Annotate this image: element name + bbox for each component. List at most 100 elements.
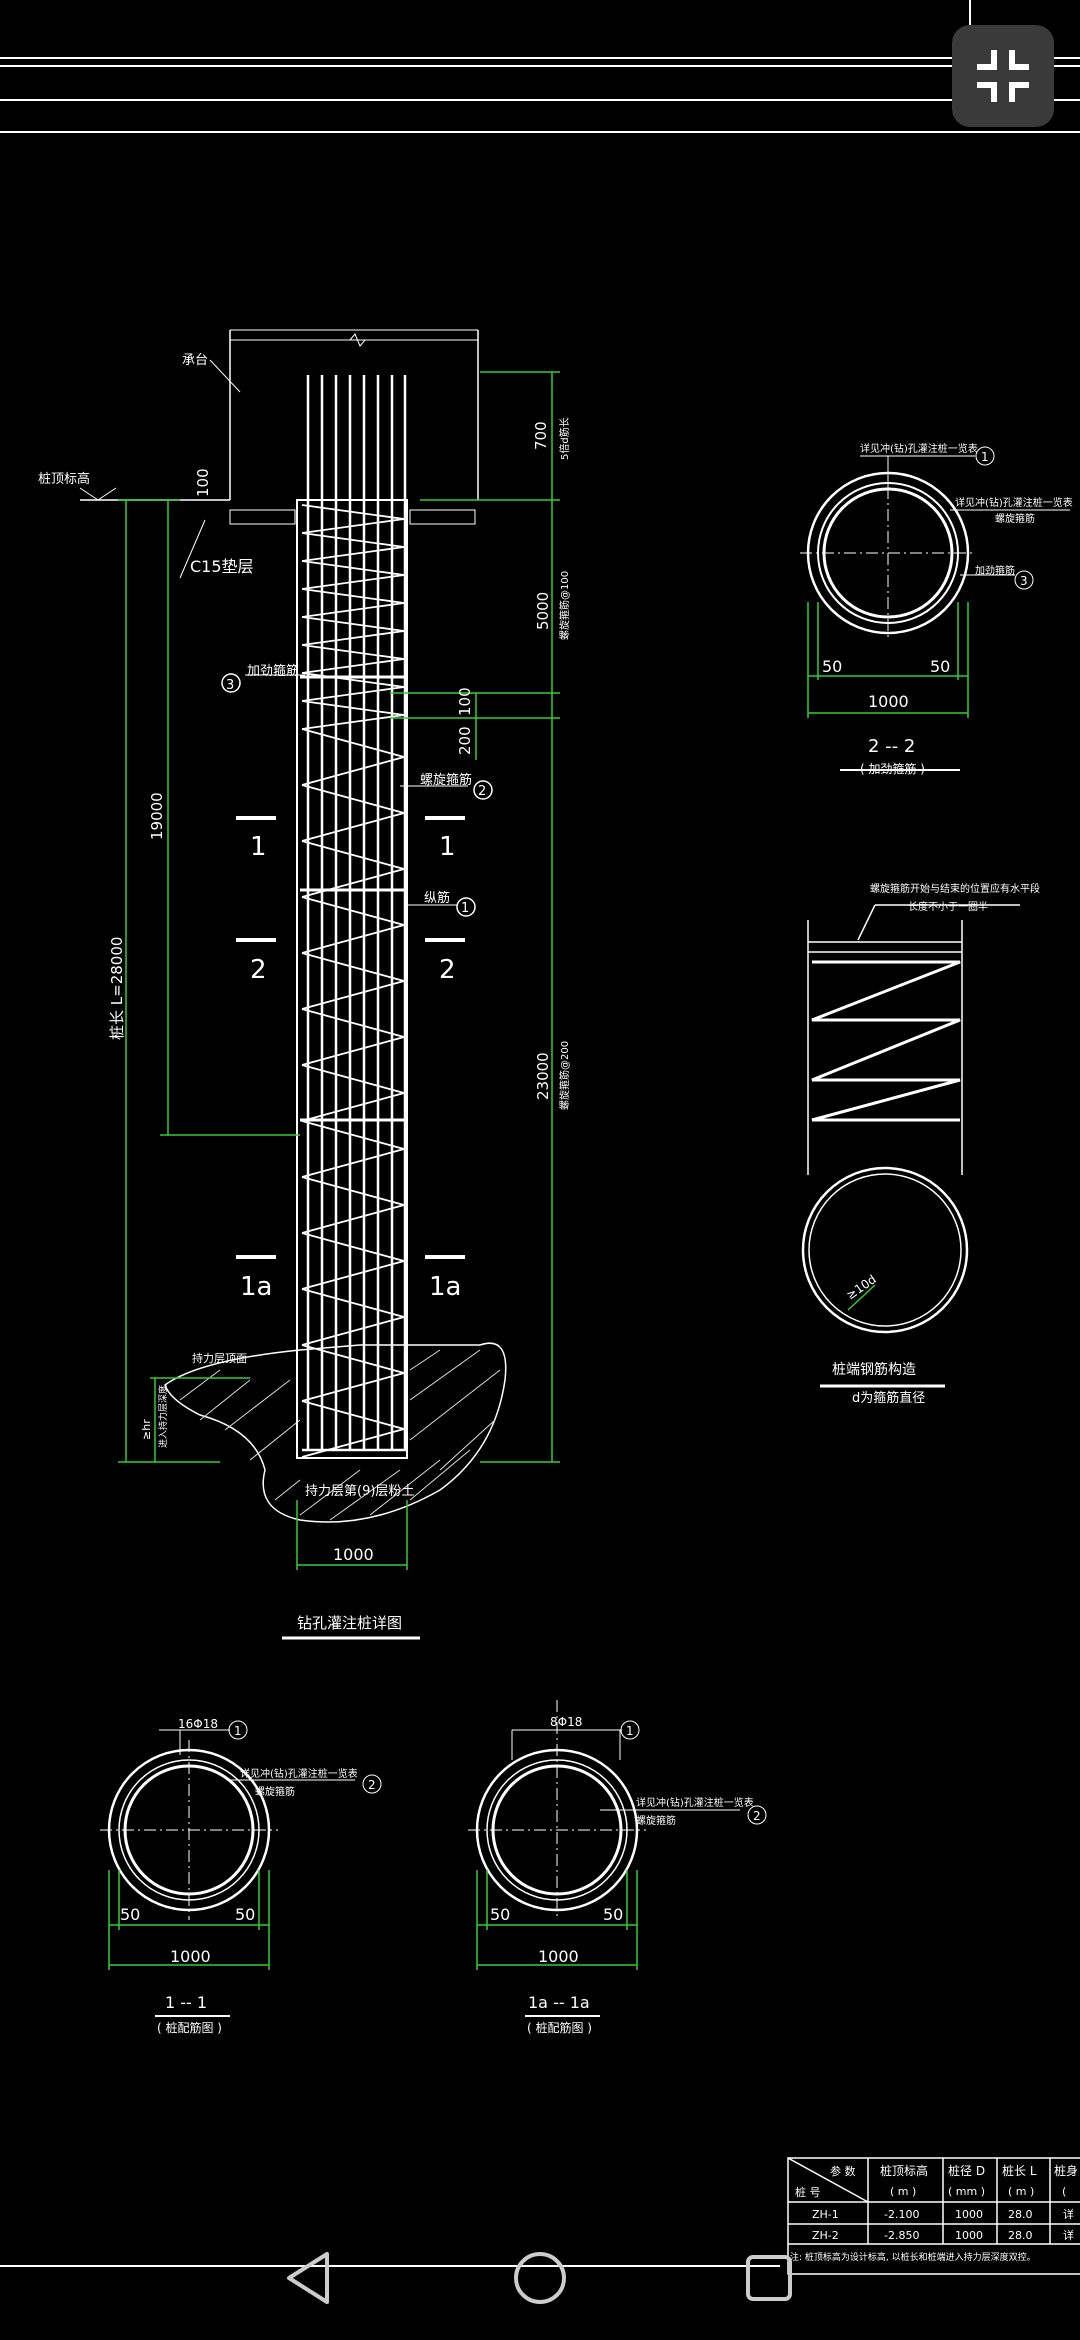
s1a-dim-total: 1000 [538, 1947, 579, 1966]
spiral-title: 桩端钢筋构造 [832, 1361, 916, 1378]
table-h4-l1: 桩身 [1054, 2163, 1078, 2178]
nav-home-button[interactable] [495, 2233, 585, 2323]
ref-2-main: 2 [478, 784, 486, 799]
table-r1-elev: -2.100 [884, 2208, 919, 2221]
s1a-bars: 8Φ18 [550, 1715, 582, 1729]
table-r2-id: ZH-2 [812, 2229, 839, 2242]
dim-5000: 5000 [534, 592, 552, 630]
s11-note1: 详见冲(钻)孔灌注桩一览表 [240, 1767, 358, 1780]
label-c15: C15垫层 [190, 557, 254, 576]
s11-ref1: 1 [234, 1724, 242, 1738]
dim-23000: 23000 [534, 1052, 552, 1100]
sheet-border [0, 0, 1080, 2267]
s1a-dim-left: 50 [490, 1905, 510, 1924]
nav-back-button[interactable] [263, 2233, 353, 2323]
spiral-stirrup [301, 504, 405, 1458]
s1a-note2: 螺旋箍筋 [636, 1814, 676, 1827]
table-r2-dia: 1000 [955, 2229, 983, 2242]
nav-recents-button[interactable] [724, 2233, 814, 2323]
table-corner-top: 参 数 [830, 2164, 856, 2178]
s11-title: 1 -- 1 [165, 1993, 207, 2012]
s1a-ref1: 1 [626, 1724, 634, 1738]
s11-ref2: 2 [368, 1778, 376, 1792]
label-pile-length: 桩长 L=28000 [108, 937, 126, 1040]
label-spiral: 螺旋箍筋 [420, 772, 472, 788]
table-h2-l2: ( mm ) [948, 2185, 985, 2198]
exit-fullscreen-button[interactable] [952, 25, 1054, 127]
spiral-note1: 螺旋箍筋开始与结束的位置应有水平段 [870, 882, 1040, 895]
label-embed-2: 进入持力层深度 [157, 1385, 169, 1448]
table-r2-extra: 详 [1063, 2228, 1074, 2242]
s22-dim-left: 50 [822, 657, 842, 676]
dim-23000-note: 螺旋箍筋@200 [558, 1041, 571, 1110]
dim-19000: 19000 [148, 792, 166, 840]
table-note: 注: 桩顶标高为设计标高, 以桩长和桩端进入持力层深度双控。 [790, 2251, 1036, 2263]
back-triangle-icon [287, 2252, 329, 2304]
table-r2-elev: -2.850 [884, 2229, 919, 2242]
section-mark-2-left: 2 [250, 955, 267, 985]
spiral-detail [801, 904, 1020, 1334]
dim-200: 200 [456, 726, 474, 755]
label-stiffener: 加劲箍筋 [247, 663, 299, 679]
table-r2-len: 28.0 [1008, 2229, 1033, 2242]
spiral-note2: 长度不小于一圈半 [908, 900, 988, 913]
label-pile-top-elev: 桩顶标高 [38, 471, 90, 487]
table-r1-len: 28.0 [1008, 2208, 1033, 2221]
table-r1-extra: 详 [1063, 2207, 1074, 2221]
table-r1-dia: 1000 [955, 2208, 983, 2221]
s22-subtitle: ( 加劲箍筋 ) [860, 761, 925, 776]
s22-ref3: 3 [1020, 574, 1028, 588]
section-1a-1a [468, 1700, 767, 1970]
section-mark-1-left: 1 [250, 832, 267, 862]
section-mark-1a-left: 1a [240, 1272, 272, 1302]
label-embed-1: ≥hr [140, 1419, 153, 1440]
section-2-2 [800, 446, 1070, 718]
s1a-note1: 详见冲(钻)孔灌注桩一览表 [636, 1796, 754, 1809]
s1a-title: 1a -- 1a [528, 1993, 590, 2012]
table-h3-l1: 桩长 L [1002, 2163, 1037, 2178]
s22-note2b: 螺旋箍筋 [995, 512, 1035, 525]
table-corner-bottom: 桩 号 [795, 2185, 821, 2199]
s11-dim-right: 50 [235, 1905, 255, 1924]
ref-3-main: 3 [226, 678, 234, 693]
s1a-subtitle: ( 桩配筋图 ) [527, 2020, 592, 2035]
recents-square-icon [746, 2255, 792, 2301]
s22-dim-right: 50 [930, 657, 950, 676]
home-circle-icon [514, 2252, 566, 2304]
table-h1-l2: ( m ) [890, 2185, 916, 2198]
section-mark-1a-right: 1a [429, 1272, 461, 1302]
main-title: 钻孔灌注桩详图 [297, 1614, 402, 1632]
label-bearing-layer: 持力层第(9)层粉土 [305, 1484, 414, 1499]
s11-note2: 螺旋箍筋 [255, 1785, 295, 1798]
table-r1-id: ZH-1 [812, 2208, 839, 2221]
section-mark-2-right: 2 [439, 955, 456, 985]
label-longitudinal: 纵筋 [424, 890, 450, 906]
dim-100-mid: 100 [456, 687, 474, 716]
s11-bars: 16Φ18 [178, 1717, 218, 1731]
s22-note2: 详见冲(钻)孔灌注桩一览表 [955, 496, 1073, 509]
exit-fullscreen-icon [977, 50, 1029, 102]
table-h4-l2: ( [1062, 2185, 1066, 2198]
table-h1-l1: 桩顶标高 [880, 2163, 928, 2178]
table-h2-l1: 桩径 D [948, 2163, 985, 2178]
dim-5000-note: 螺旋箍筋@100 [558, 571, 571, 640]
pile-table-grid [787, 2157, 1080, 2275]
dim-1000-main: 1000 [333, 1545, 374, 1564]
ref-1-main: 1 [461, 901, 469, 916]
spiral-subtitle: d为箍筋直径 [852, 1390, 925, 1406]
drawing-texts: 桩顶标高 承台 C15垫层 加劲箍筋 螺旋箍筋 纵筋 持力层顶面 持力层第(9)… [38, 353, 1078, 2263]
s22-ref1: 1 [981, 450, 989, 464]
section-mark-1-right: 1 [439, 832, 456, 862]
s22-note3: 加劲箍筋 [975, 564, 1015, 577]
s22-title: 2 -- 2 [868, 736, 915, 757]
label-cap: 承台 [182, 353, 208, 368]
s11-dim-total: 1000 [170, 1947, 211, 1966]
label-bearing-top: 持力层顶面 [192, 1351, 247, 1365]
dim-700-note: 5倍d筋长 [558, 417, 571, 460]
pile-elevation [79, 329, 960, 2017]
s22-dim-total: 1000 [868, 692, 909, 711]
s22-note1: 详见冲(钻)孔灌注桩一览表 [860, 442, 978, 455]
s1a-dim-right: 50 [603, 1905, 623, 1924]
s1a-ref2: 2 [753, 1809, 761, 1823]
